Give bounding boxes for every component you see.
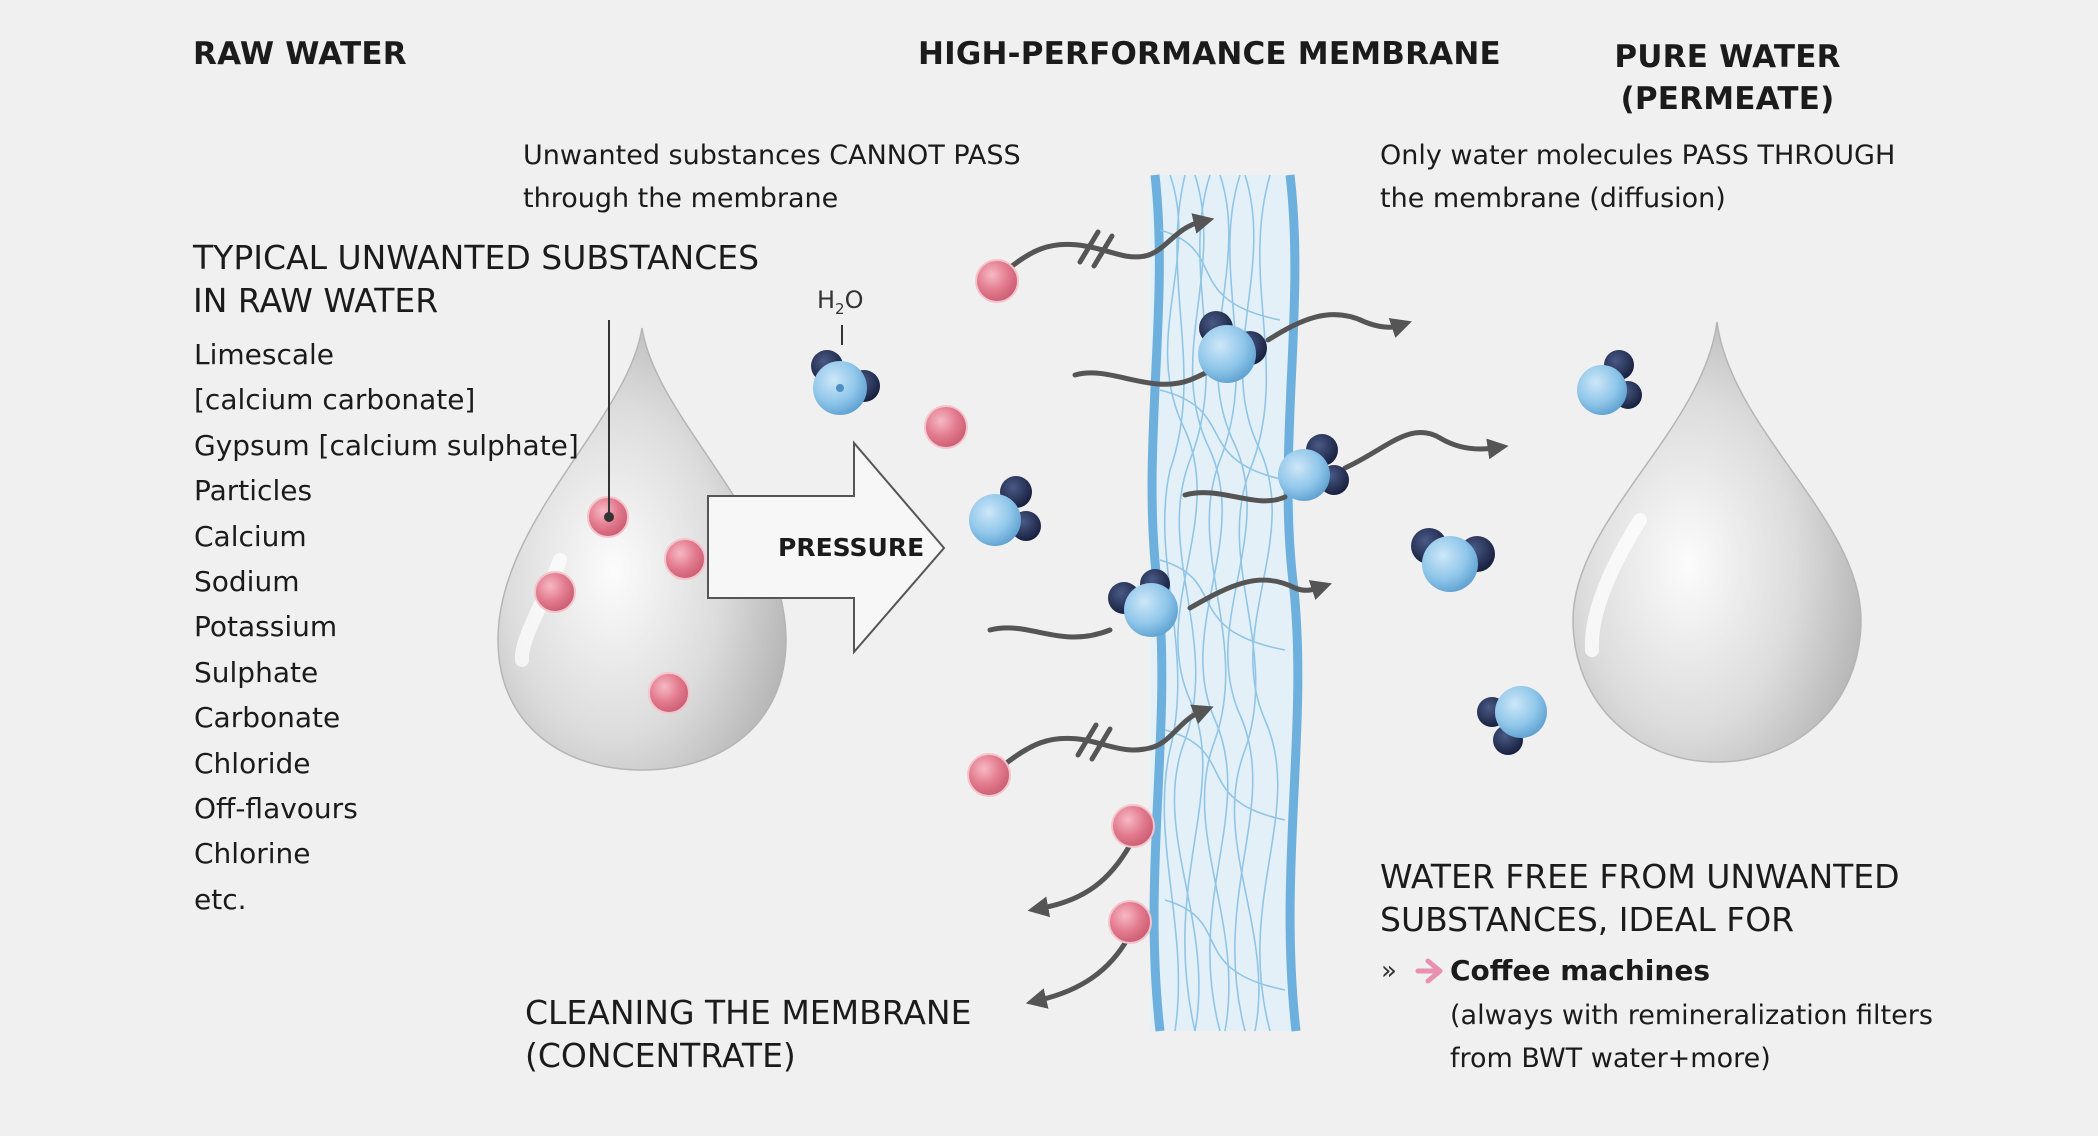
substances-list: Limescale [calcium carbonate] Gypsum [ca… [194, 332, 579, 922]
particle-icon [967, 753, 1011, 797]
list-item: Potassium [194, 610, 338, 644]
water-molecule-icon [811, 350, 880, 415]
blocked-arrows [997, 213, 1215, 771]
list-item: Chloride [194, 746, 311, 780]
list-item: Off-flavours [194, 792, 358, 826]
list-item: Limescale [194, 338, 335, 371]
concentrate-label: CLEANING THE MEMBRANE (CONCENTRATE) [525, 993, 972, 1075]
list-item: Carbonate [194, 701, 341, 735]
pressure-arrow [707, 440, 946, 655]
pure-water-drop [1572, 321, 1862, 763]
list-item: [calcium carbonate] [194, 383, 476, 417]
particle-icon [1108, 900, 1152, 944]
ideal-for-title: WATER FREE FROM UNWANTED SUBSTANCES, IDE… [1380, 857, 1900, 939]
water-molecule-icon [969, 476, 1041, 546]
unwanted-particles [924, 259, 1155, 944]
pressure-label: PRESSURE [778, 533, 925, 562]
list-item: Gypsum [calcium sulphate] [194, 428, 579, 462]
particle-icon [924, 405, 968, 449]
list-item: Particles [194, 474, 313, 508]
raw-water-drop [497, 320, 787, 771]
pass-through-note: Only water molecules PASS THROUGH the me… [1380, 140, 1896, 214]
water-molecule-icon [1278, 434, 1349, 501]
list-item: etc. [194, 882, 247, 916]
substances-title: TYPICAL UNWANTED SUBSTANCES IN RAW WATER [193, 238, 760, 320]
list-item: Calcium [194, 519, 307, 553]
h2o-label: H2O [817, 286, 864, 318]
particle-icon [534, 571, 576, 613]
coffee-machines-item: Coffee machines [1450, 954, 1710, 987]
passing-water-arrows [987, 312, 1509, 640]
particle-icon [648, 672, 690, 714]
water-molecule-icon [1411, 528, 1495, 592]
particle-icon [1111, 804, 1155, 848]
raw-water-header: RAW WATER [193, 36, 407, 72]
particle-icon [664, 538, 706, 580]
list-item: Chlorine [194, 837, 311, 871]
list-item: Sulphate [194, 655, 319, 689]
remineralization-note: (always with remineralization filters fr… [1450, 1000, 1933, 1074]
water-molecule-icon [1198, 311, 1267, 383]
bullet-marker: » [1381, 956, 1397, 986]
pure-water-header: PURE WATER (PERMEATE) [1614, 39, 1841, 117]
water-molecule-icon [1108, 569, 1178, 637]
particle-icon [975, 259, 1019, 303]
cannot-pass-note: Unwanted substances CANNOT PASS through … [523, 140, 1021, 214]
water-molecule-icon [1577, 350, 1642, 415]
concentrate-arrows [1025, 842, 1133, 1009]
pink-arrow-icon [1415, 958, 1443, 984]
list-item: Sodium [194, 565, 300, 599]
water-molecule-icon [1477, 686, 1547, 755]
water-molecules [811, 311, 1642, 755]
membrane-header: HIGH-PERFORMANCE MEMBRANE [918, 36, 1501, 72]
